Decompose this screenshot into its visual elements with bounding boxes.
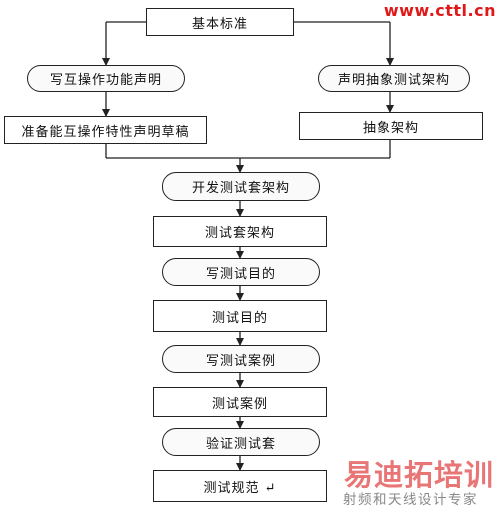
node-validate-test-suite: 验证测试套 — [162, 428, 320, 456]
node-declare-abstract-test-architecture: 声明抽象测试架构 — [318, 65, 470, 92]
node-write-test-purposes: 写测试目的 — [162, 258, 320, 286]
node-test-cases: 测试案例 — [153, 387, 327, 417]
node-write-test-cases: 写测试案例 — [162, 345, 320, 373]
node-prepare-ics-draft: 准备能互操作特性声明草稿 — [4, 116, 207, 144]
node-develop-test-suite-architecture: 开发测试套架构 — [162, 172, 320, 201]
node-write-interop-statement: 写互操作功能声明 — [27, 65, 185, 92]
node-test-suite-architecture: 测试套架构 — [153, 216, 327, 247]
node-basic-standard: 基本标准 — [146, 8, 294, 36]
node-abstract-architecture: 抽象架构 — [299, 112, 483, 140]
watermark-subtitle: 射频和天线设计专家 — [343, 492, 478, 508]
node-test-specification: 测试规范 ↵ — [153, 470, 327, 502]
node-test-purposes: 测试目的 — [153, 300, 327, 332]
watermark-logo: 易迪拓培训 — [344, 458, 495, 492]
watermark-url: www.cttl.cn — [383, 1, 496, 20]
